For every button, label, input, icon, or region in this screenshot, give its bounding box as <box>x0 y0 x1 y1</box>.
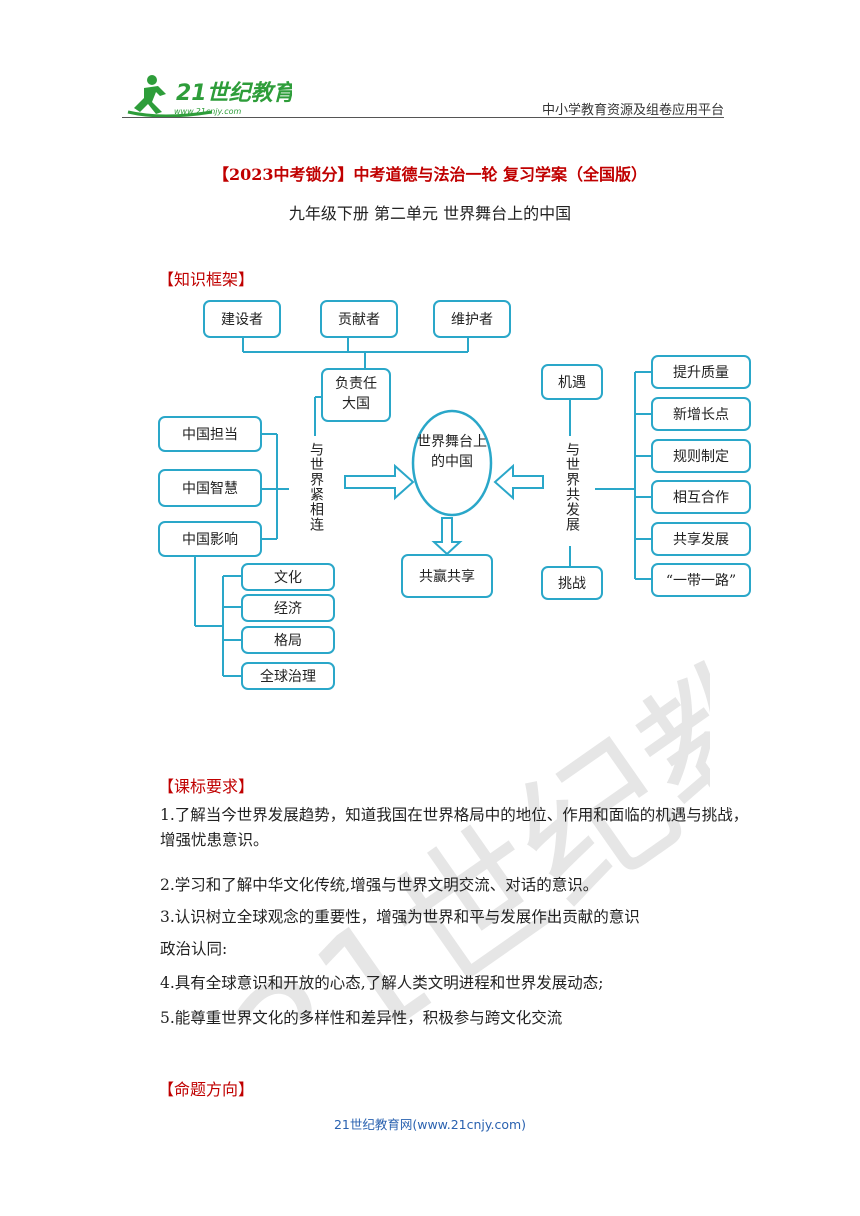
node-rule-making: 规则制定 <box>651 439 751 473</box>
label-develop-with-world: 与世界共发展 <box>564 442 580 532</box>
node-china-wisdom: 中国智慧 <box>158 469 262 507</box>
node-economy: 经济 <box>241 594 335 622</box>
node-challenge: 挑战 <box>541 566 603 600</box>
document-subtitle: 九年级下册 第二单元 世界舞台上的中国 <box>288 204 572 223</box>
logo-url-text: www.21cnjy.com <box>174 107 241 116</box>
requirement-item: 1.了解当今世界发展趋势，知道我国在世界格局中的地位、作用和面临的机遇与挑战，增… <box>160 806 749 849</box>
section-requirements-heading: 【课标要求】 <box>158 777 255 796</box>
node-builder: 建设者 <box>203 300 281 338</box>
node-win-win-sharing: 共赢共享 <box>401 554 493 598</box>
node-new-growth: 新增长点 <box>651 397 751 431</box>
node-opportunity: 机遇 <box>541 364 603 400</box>
node-shared-development: 共享发展 <box>651 522 751 556</box>
node-china-influence: 中国影响 <box>158 521 262 557</box>
node-global-governance: 全球治理 <box>241 662 335 690</box>
section-framework-heading: 【知识框架】 <box>158 270 255 289</box>
node-china-responsibility: 中国担当 <box>158 416 262 452</box>
site-logo: 21世纪教育 www.21cnjy.com <box>127 75 292 118</box>
requirement-item: 5.能尊重世界文化的多样性和差异性，积极参与跨文化交流 <box>160 1009 563 1027</box>
node-mutual-cooperation: 相互合作 <box>651 480 751 514</box>
logo-text: 21世纪教育 <box>176 80 292 106</box>
node-pattern: 格局 <box>241 626 335 654</box>
diagram-connectors <box>194 336 651 677</box>
document-title: 【2023中考锁分】中考道德与法治一轮 复习学案（全国版） <box>212 165 648 184</box>
requirement-item: 4.具有全球意识和开放的心态,了解人类文明进程和世界发展动态; <box>160 974 604 992</box>
node-maintainer: 维护者 <box>433 300 511 338</box>
node-contributor: 贡献者 <box>320 300 398 338</box>
node-culture: 文化 <box>241 563 335 591</box>
page-footer: 21世纪教育网(www.21cnjy.com) <box>333 1117 527 1132</box>
requirement-item: 2.学习和了解中华文化传统,增强与世界文明交流、对话的意识。 <box>160 876 599 894</box>
node-improve-quality: 提升质量 <box>651 355 751 389</box>
label-connected-with-world: 与世界紧相连 <box>308 442 324 532</box>
knowledge-framework-diagram: 建设者 贡献者 维护者 负责任大国 中国担当 中国智慧 中国影响 文化 经济 格… <box>155 296 757 690</box>
node-belt-and-road: “一带一路” <box>651 563 751 597</box>
header-tagline: 中小学教育资源及组卷应用平台 <box>541 103 724 118</box>
node-responsible-power: 负责任大国 <box>321 368 391 422</box>
requirement-item: 政治认同: <box>160 940 228 958</box>
header-divider <box>122 117 724 118</box>
section-direction-heading: 【命题方向】 <box>158 1080 255 1099</box>
requirement-item: 3.认识树立全球观念的重要性，增强为世界和平与发展作出贡献的意识 <box>160 908 640 926</box>
node-center-china-world-stage: 世界舞台上的中国 <box>417 434 487 471</box>
